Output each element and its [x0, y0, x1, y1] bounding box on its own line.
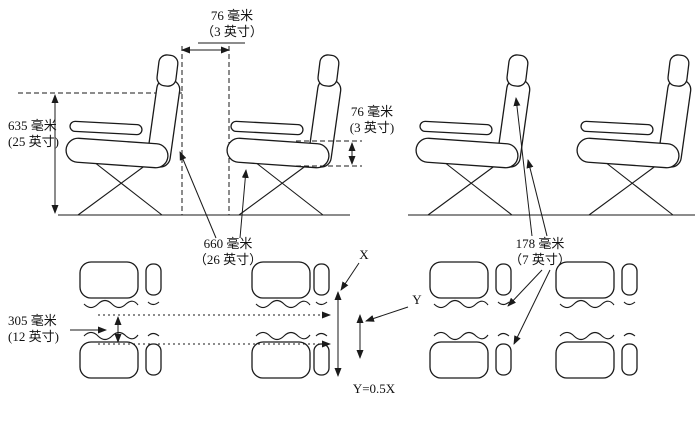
label-seat-pitch-mm: 660 毫米 — [204, 236, 253, 251]
label-dim-y: Y — [412, 292, 422, 307]
seat-side-view — [225, 53, 343, 216]
label-back-height-mm: 635 毫米 — [8, 118, 57, 133]
leader-line-y — [365, 306, 409, 322]
leader-line-x — [340, 262, 360, 291]
label-knee-clearance-in: （7 英寸） — [509, 252, 571, 267]
seat-plan-view — [251, 261, 311, 379]
seat-side-view — [575, 53, 693, 216]
armrest-plan-view — [313, 263, 330, 376]
label-seat-pitch-in: （26 英寸） — [194, 252, 262, 267]
seat-plan-view — [555, 261, 615, 379]
label-cushion-thickness-in: (3 英寸) — [350, 120, 394, 135]
label-seat-width-mm: 305 毫米 — [8, 313, 57, 328]
armrest-plan-view — [495, 263, 512, 376]
seat-side-view — [64, 53, 182, 216]
seat-plan-view — [429, 261, 489, 379]
pointer-arrow-gap-upper — [507, 269, 543, 307]
side-view-right-group: 178 毫米 （7 英寸） — [408, 53, 695, 267]
plan-view-right-group — [429, 261, 638, 379]
side-view-left-group: 76 毫米 （3 英寸） 635 毫米 (25 英寸) 76 毫米 (3 英寸)… — [8, 8, 394, 267]
plan-view-left-group: 305 毫米 (12 英寸) X Y Y=0.5X — [8, 247, 422, 396]
label-knee-clearance-mm: 178 毫米 — [516, 236, 565, 251]
label-headrest-offset-in: （3 英寸） — [201, 24, 263, 39]
pointer-arrow-pitch-rear — [239, 169, 249, 239]
armrest-plan-view — [621, 263, 638, 376]
label-formula: Y=0.5X — [353, 381, 396, 396]
label-cushion-thickness-mm: 76 毫米 — [351, 104, 393, 119]
label-seat-width-in: (12 英寸) — [8, 329, 59, 344]
armrest-plan-view — [145, 263, 162, 376]
label-dim-x: X — [359, 247, 369, 262]
pointer-arrow-pitch-front — [179, 151, 217, 239]
pointer-arrow-clearance-upper — [513, 97, 533, 237]
seat-plan-view — [79, 261, 139, 379]
label-back-height-in: (25 英寸) — [8, 134, 59, 149]
pointer-arrow-gap-lower — [513, 269, 551, 345]
pointer-arrow-clearance-lower — [526, 159, 548, 237]
label-headrest-offset-mm: 76 毫米 — [211, 8, 253, 23]
seat-side-view — [414, 53, 532, 216]
